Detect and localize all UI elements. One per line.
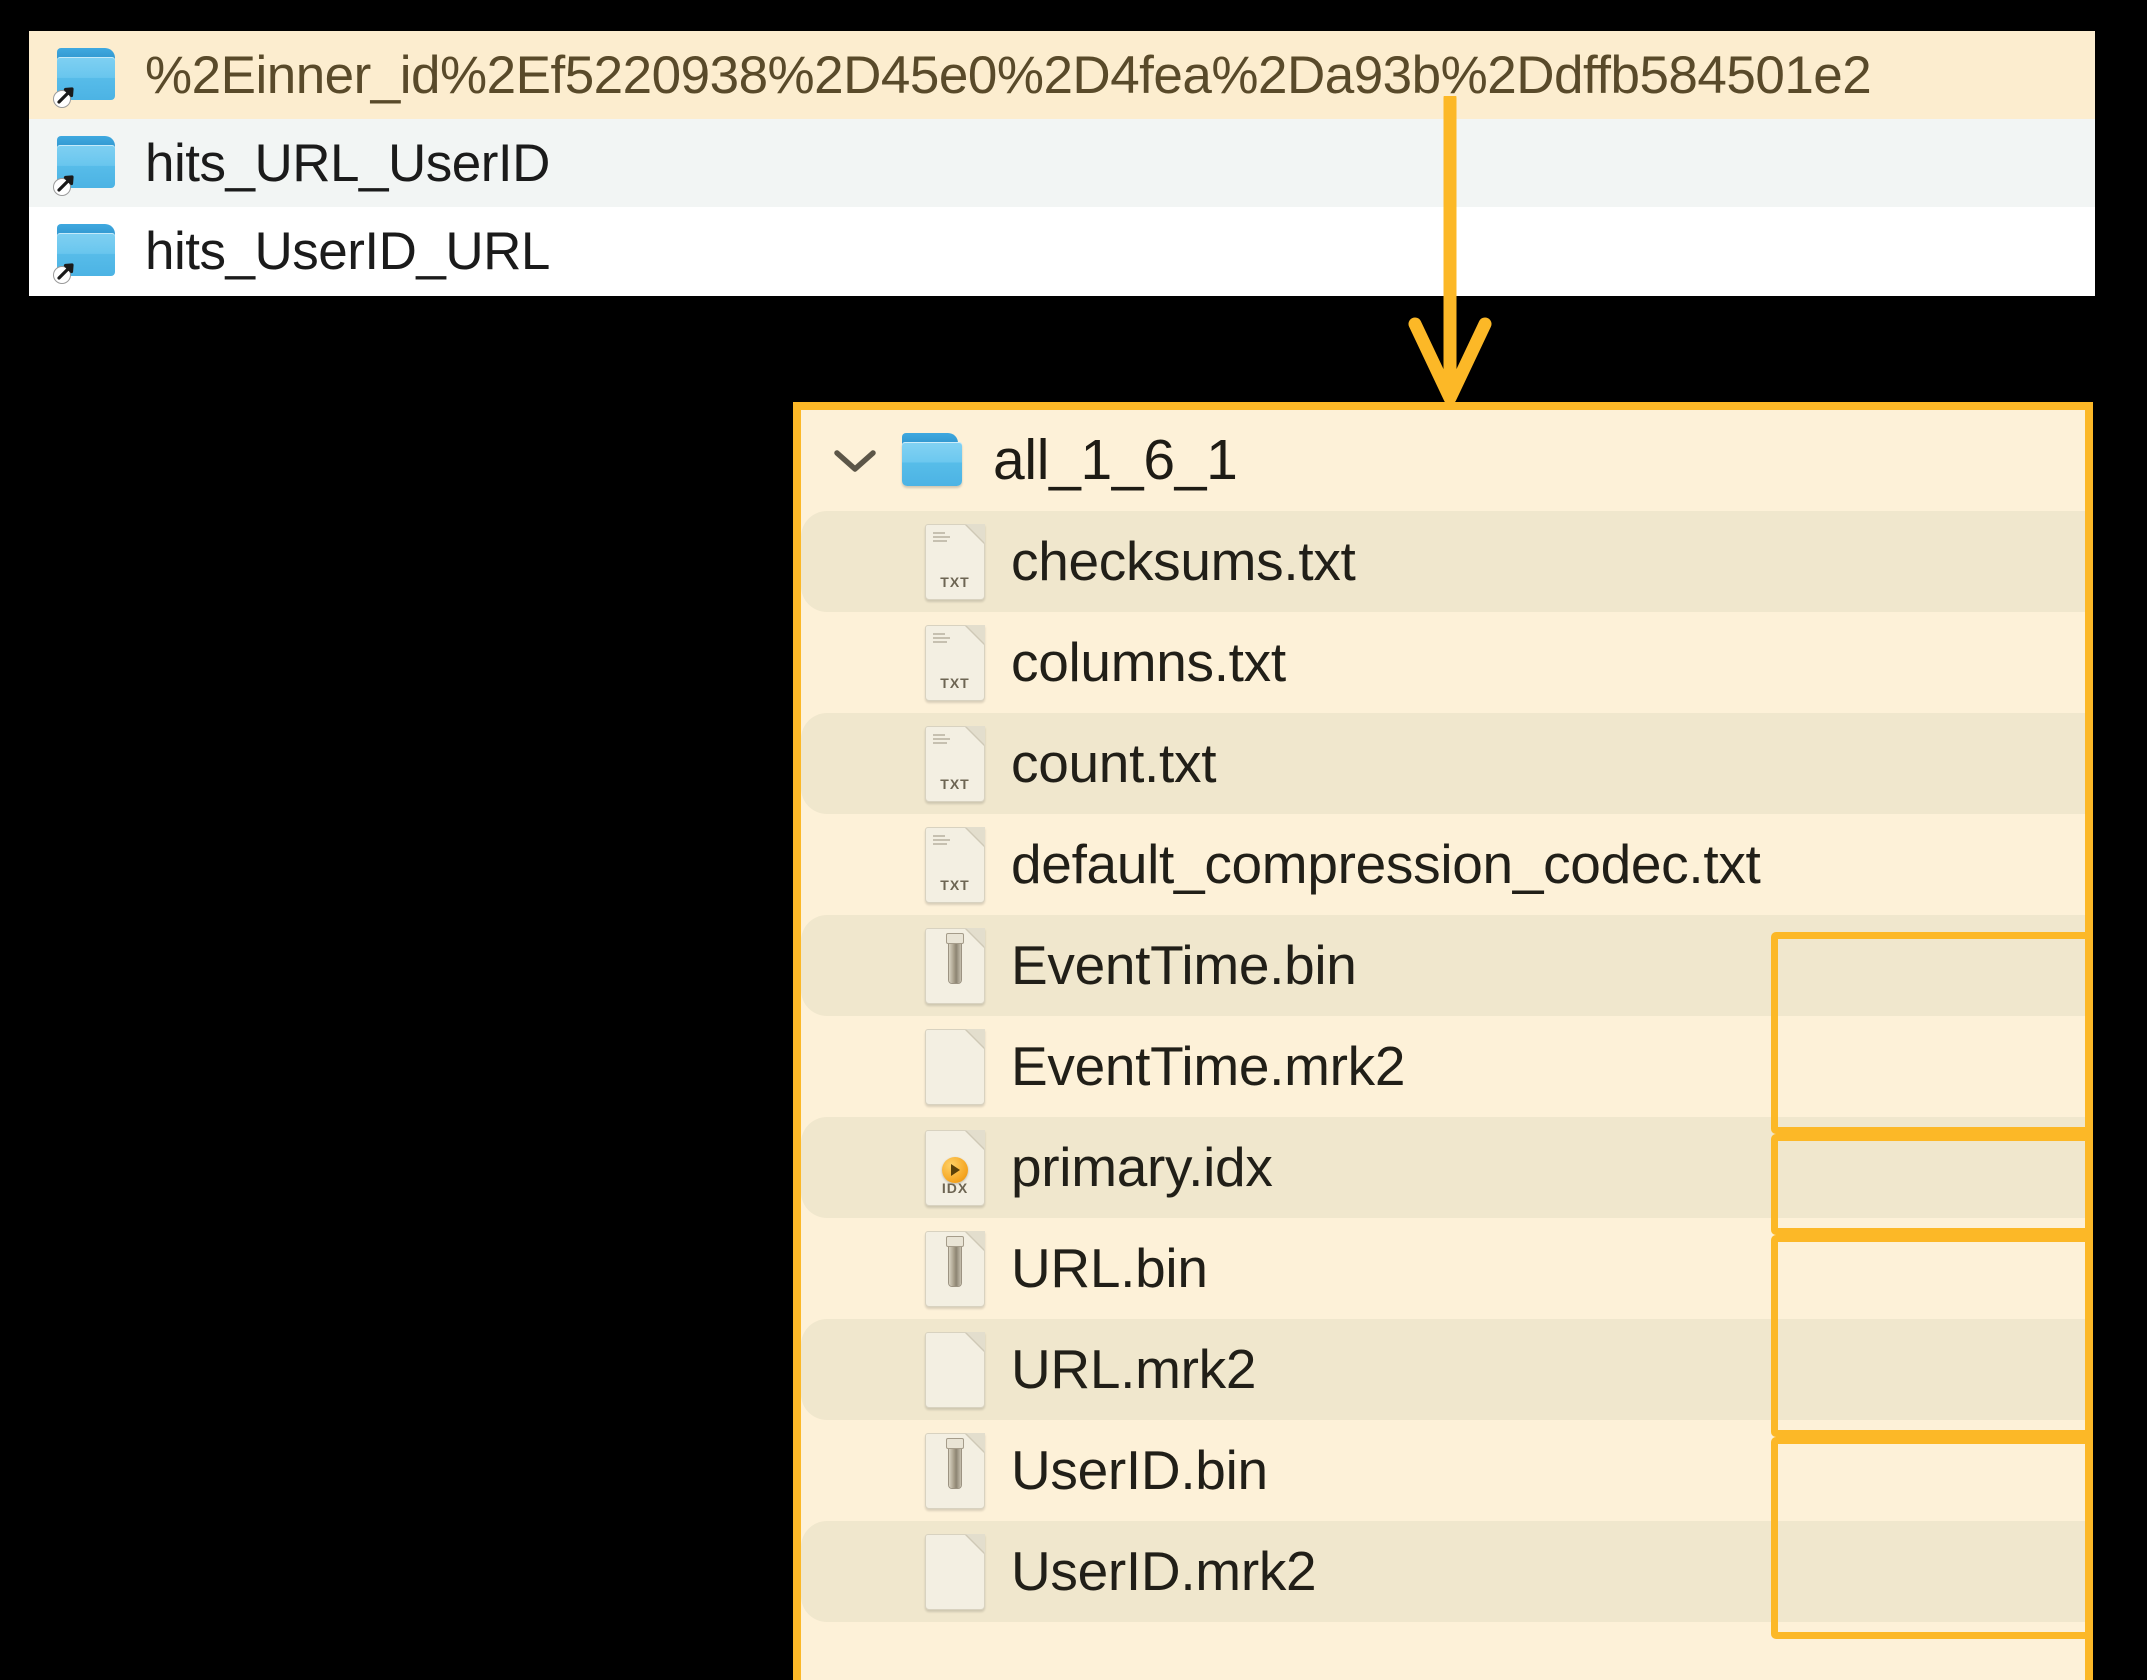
- file-name: columns.txt: [1011, 631, 1286, 693]
- shortcut-arrow-icon: [53, 263, 74, 284]
- folder-row-hits-userid-url[interactable]: hits_UserID_URL: [29, 207, 2095, 295]
- file-name: EventTime.bin: [1011, 934, 1357, 996]
- folder-label: hits_URL_UserID: [145, 133, 550, 193]
- txt-file-icon: TXT: [913, 826, 997, 903]
- txt-file-icon: TXT: [913, 725, 997, 802]
- file-row[interactable]: UserID.bin: [801, 1420, 2085, 1521]
- binary-file-icon: [913, 1432, 997, 1509]
- file-row[interactable]: UserID.mrk2: [801, 1521, 2085, 1622]
- directory-name: all_1_6_1: [993, 428, 1238, 492]
- folder-label: hits_UserID_URL: [145, 221, 550, 281]
- blank-file-icon: [913, 1533, 997, 1610]
- file-name: checksums.txt: [1011, 530, 1356, 592]
- file-name: count.txt: [1011, 732, 1217, 794]
- folder-row-inner-id[interactable]: %2Einner_id%2Ef5220938%2D45e0%2D4fea%2Da…: [29, 31, 2095, 119]
- file-row[interactable]: URL.mrk2: [801, 1319, 2085, 1420]
- txt-file-icon: TXT: [913, 624, 997, 701]
- file-row[interactable]: URL.bin: [801, 1218, 2085, 1319]
- link-folder-icon: [53, 222, 119, 284]
- shortcut-arrow-icon: [53, 87, 74, 108]
- file-row[interactable]: EventTime.mrk2: [801, 1016, 2085, 1117]
- folder-icon: [891, 432, 975, 489]
- file-name: EventTime.mrk2: [1011, 1035, 1406, 1097]
- txt-file-icon: TXT: [913, 523, 997, 600]
- file-name: default_compression_codec.txt: [1011, 833, 1761, 895]
- directory-header-row[interactable]: all_1_6_1: [801, 410, 2085, 511]
- file-name: URL.mrk2: [1011, 1338, 1257, 1400]
- binary-file-icon: [913, 927, 997, 1004]
- shortcut-arrow-icon: [53, 175, 74, 196]
- file-name: URL.bin: [1011, 1237, 1208, 1299]
- blank-file-icon: [913, 1028, 997, 1105]
- chevron-down-icon[interactable]: [819, 448, 891, 474]
- file-row[interactable]: EventTime.bin: [801, 915, 2085, 1016]
- blank-file-icon: [913, 1331, 997, 1408]
- folder-shortcut-panel: %2Einner_id%2Ef5220938%2D45e0%2D4fea%2Da…: [29, 31, 2095, 296]
- folder-label: %2Einner_id%2Ef5220938%2D45e0%2D4fea%2Da…: [145, 45, 1872, 105]
- link-folder-icon: [53, 134, 119, 196]
- binary-file-icon: [913, 1230, 997, 1307]
- file-name: UserID.bin: [1011, 1439, 1268, 1501]
- folder-row-hits-url-userid[interactable]: hits_URL_UserID: [29, 119, 2095, 207]
- file-name: primary.idx: [1011, 1136, 1273, 1198]
- index-file-icon: IDX: [913, 1129, 997, 1206]
- file-name: UserID.mrk2: [1011, 1540, 1317, 1602]
- link-folder-icon: [53, 46, 119, 108]
